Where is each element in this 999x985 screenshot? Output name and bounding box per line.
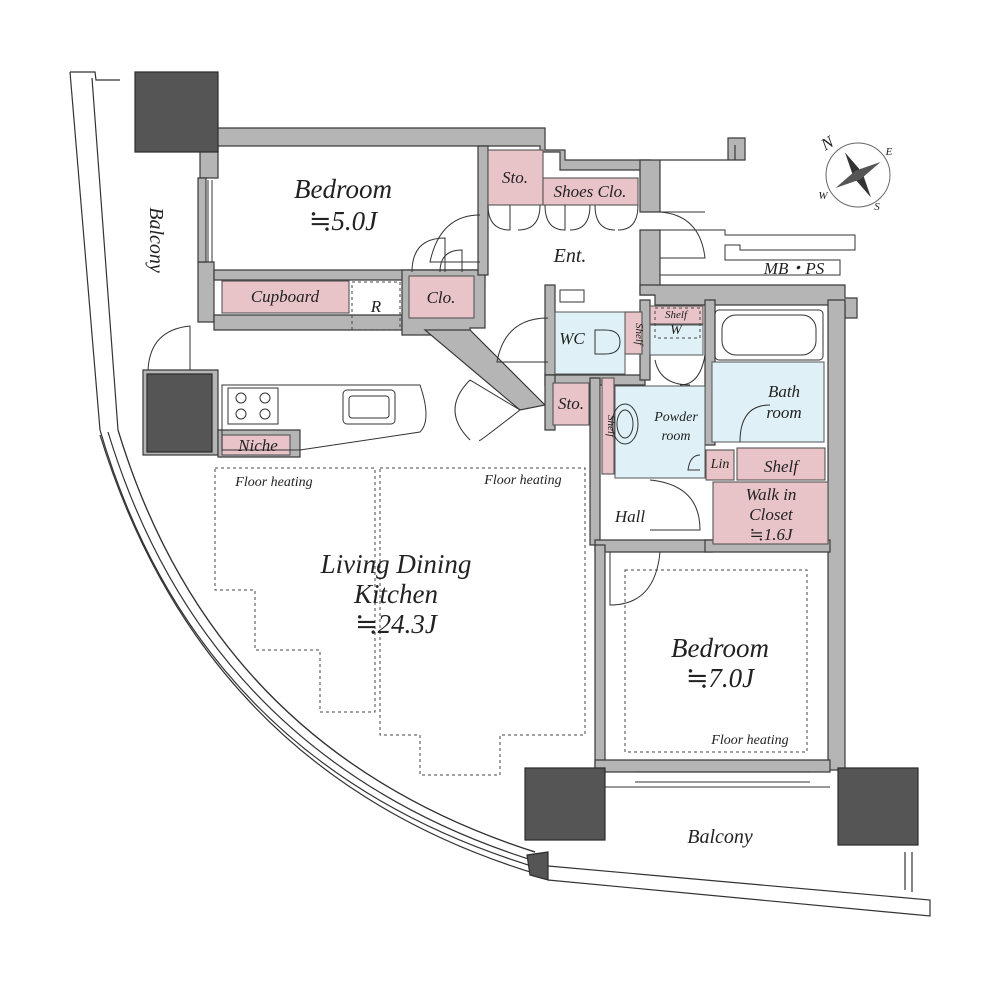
shelf-wc-label: Shelf [633,323,645,347]
south-balcony [547,786,931,917]
ldk-name-line2: Kitchen [353,579,438,609]
compass-rose [825,142,891,208]
powder-room-line2: room [661,429,690,444]
structural-columns [134,71,919,881]
closet-label: Clo. [427,288,456,307]
refrigerator-label: R [370,297,382,316]
bath-room-line1: Bath [768,382,800,401]
shelf-bath-label: Shelf [605,415,617,439]
linen-label: Lin [710,457,730,472]
compass-north-label: N [817,131,839,154]
mb-ps-label: MB・PS [763,259,825,278]
bath-room-line2: room [766,403,801,422]
floor-heating-zones [214,467,808,776]
balcony-west-label: Balcony [145,207,167,273]
compass-south-label: S [874,201,880,213]
compass-west-label: W [818,190,828,202]
balcony-south-label: Balcony [687,826,753,848]
niche-label: Niche [237,436,278,455]
floor-heating-ldk-left: Floor heating [234,475,312,490]
storage-labels: Sto. Shoes Clo. Clo. Cupboard R Niche St… [237,168,800,476]
shelf-closet-label: Shelf [764,457,800,476]
walk-in-closet-line1: Walk in [746,485,797,504]
fixtures [221,281,824,451]
ldk-size: ≒24.3J [355,609,439,639]
hall-label: Hall [614,507,646,526]
doors [147,180,810,783]
room-labels: Bedroom ≒5.0J Living Dining Kitchen ≒24.… [294,174,825,693]
floor-heating-bedroom: Floor heating [710,733,788,748]
bedroom-south-name: Bedroom [671,633,769,663]
floor-heating-ldk-right: Floor heating [483,473,561,488]
storage-areas [221,149,829,545]
west-balcony [69,71,546,876]
balcony-labels: Balcony Balcony [145,207,753,848]
cupboard-label: Cupboard [251,287,320,306]
sto-entrance-label: Sto. [502,168,528,187]
compass-east-label: E [885,146,893,158]
shoes-closet-label: Shoes Clo. [554,182,627,201]
bedroom-south-size: ≒7.0J [686,663,756,693]
sto-hall-label: Sto. [558,394,584,413]
walk-in-closet-line2: Closet [749,505,794,524]
walk-in-closet-size: ≒1.6J [749,525,793,544]
powder-room-line1: Powder [653,410,698,425]
ldk-name-line1: Living Dining [320,549,472,579]
wc-label: WC [559,329,585,348]
floor-heating-labels: Floor heating Floor heating Floor heatin… [234,473,788,748]
wet-areas [554,311,825,479]
entrance-label: Ent. [553,245,587,267]
bedroom-north-name: Bedroom [294,174,392,204]
shelf-washer-label: Shelf [665,309,689,321]
bedroom-north-size: ≒5.0J [309,206,379,236]
washer-label: W [670,323,683,338]
